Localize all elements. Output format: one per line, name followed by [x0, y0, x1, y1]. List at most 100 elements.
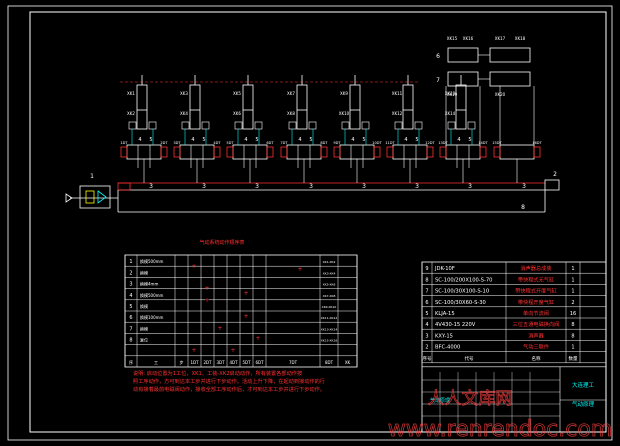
parts-row-name: 带快程式开度气缸 [515, 287, 557, 295]
limit-switch-tag-bottom: XK4 [180, 111, 188, 116]
parts-row-model: SC-100/30X60-S-30 [435, 300, 486, 306]
solenoid-right [426, 146, 434, 158]
label-component-5: 5 [149, 137, 152, 143]
cylinder-body [296, 84, 308, 130]
flow-valve-right [308, 121, 317, 130]
label-manifold-8: 8 [521, 204, 525, 211]
flow-valve-right [361, 121, 370, 130]
title-school: 大连理工 [572, 381, 595, 389]
frl-unit [79, 185, 111, 209]
directional-valve [339, 144, 375, 160]
sequence-table-title: 气动系统动作顺序表 [199, 239, 244, 246]
table-mark: + [230, 347, 235, 354]
parts-row-model: SC-100/30X100-S-10 [435, 289, 489, 295]
flow-valve-left [128, 121, 137, 130]
solenoid-tag-right: 12DT [425, 141, 435, 145]
solenoid-tag-right: 6DT [266, 141, 274, 145]
label-component-4: 4 [191, 137, 194, 143]
parts-header-no: 序号 [423, 355, 432, 362]
parts-row-model: BFC-4000 [435, 345, 460, 351]
table-row-name: 换模 [140, 325, 148, 331]
watermark-site-cn: 人人文库网 [428, 389, 513, 409]
directional-valve [392, 144, 428, 160]
upper-cylinder-body [447, 47, 479, 63]
table-mark: + [243, 290, 248, 297]
table-cell-xk: XK1-XK2 [323, 260, 336, 264]
directional-valve [499, 144, 535, 160]
label-component-5: 5 [468, 137, 471, 143]
table-header-cell: 8DT [325, 360, 334, 365]
upper-cylinder-body [489, 71, 531, 87]
solenoid-right [533, 146, 541, 158]
upper-cylinder-body [447, 71, 479, 87]
cylinder-body [402, 84, 414, 130]
parts-row-name: 单向节流阀 [523, 309, 549, 317]
parts-row-model: KLJA-15 [435, 311, 455, 317]
flow-valve-right [201, 121, 210, 130]
table-mark: + [297, 266, 302, 273]
parts-row-name: 消声器总成装 [520, 264, 551, 272]
cylinder-body [189, 84, 201, 130]
table-row-name: 换模4mm [140, 281, 158, 287]
solenoid-tag-left: 11DT [385, 141, 395, 145]
solenoid-left [493, 146, 501, 158]
solenoid-left [333, 146, 341, 158]
solenoid-tag-right: 8DT [320, 141, 328, 145]
parts-row-no: 9 [425, 266, 428, 272]
solenoid-tag-right: 14DT [478, 141, 488, 145]
sequence-note-line3: 动有接着最前电磁阀动作，接收全部工序动作后，才可到达本工步并进行下步动作。 [133, 385, 325, 393]
table-mark: + [255, 335, 260, 342]
table-cell-xk: XK15-XK16 [321, 339, 338, 343]
table-row-name: 换模500mm [140, 292, 164, 298]
label-component-4: 4 [138, 137, 141, 143]
label-component-5: 5 [255, 137, 258, 143]
cylinder-body [455, 84, 467, 130]
directional-valve [179, 144, 215, 160]
upper-cylinder-body [489, 47, 531, 63]
solenoid-tag-right: 2DT [160, 141, 168, 145]
parts-row-no: 6 [425, 300, 428, 306]
parts-row-name: 消声器 [528, 331, 544, 339]
table-mark: + [243, 313, 248, 320]
label-component-3: 3 [362, 183, 366, 190]
cylinder-body [136, 84, 148, 130]
table-mark: + [191, 263, 196, 270]
parts-row-no: 3 [425, 333, 428, 339]
label-component-2: 2 [553, 171, 557, 178]
parts-row-no: 5 [425, 311, 428, 317]
watermark: 人人文库网 www.renrendoc.com [387, 389, 612, 443]
limit-switch-tag-top: XK5 [233, 91, 241, 96]
limit-switch-tag-top: XK11 [392, 91, 403, 96]
solenoid-tag-left: 5DT [226, 141, 234, 145]
solenoid-tag-left: 1DT [120, 141, 128, 145]
parts-row-qty: 2 [571, 300, 574, 306]
flow-valve-right [414, 121, 423, 130]
flow-valve-right [467, 121, 476, 130]
parts-row-model: 4V430-15 220V [435, 322, 476, 328]
parts-header-qty: 数量 [569, 355, 578, 362]
parts-row-no: 7 [425, 289, 428, 295]
label-component-5: 5 [202, 137, 205, 143]
parts-row-qty: 1 [571, 266, 574, 272]
table-header-cell: 序 [129, 359, 133, 365]
parts-header-name: 名称 [532, 355, 541, 362]
table-row-number: 7 [129, 326, 132, 332]
limit-switch-tag: XK15 [447, 36, 458, 41]
solenoid-tag-right: 16DT [532, 141, 542, 145]
solenoid-right [479, 146, 487, 158]
label-component-7: 7 [436, 77, 440, 84]
solenoid-left [439, 146, 447, 158]
parts-row-no: 8 [425, 277, 428, 283]
label-component-4: 4 [404, 137, 407, 143]
parts-row-qty: 1 [571, 289, 574, 295]
limit-switch-tag-top: XK13 [445, 91, 456, 96]
table-row-name: 复位 [140, 337, 148, 343]
solenoid-left [226, 146, 234, 158]
label-component-5: 5 [362, 137, 365, 143]
table-row-number: 1 [129, 259, 132, 265]
